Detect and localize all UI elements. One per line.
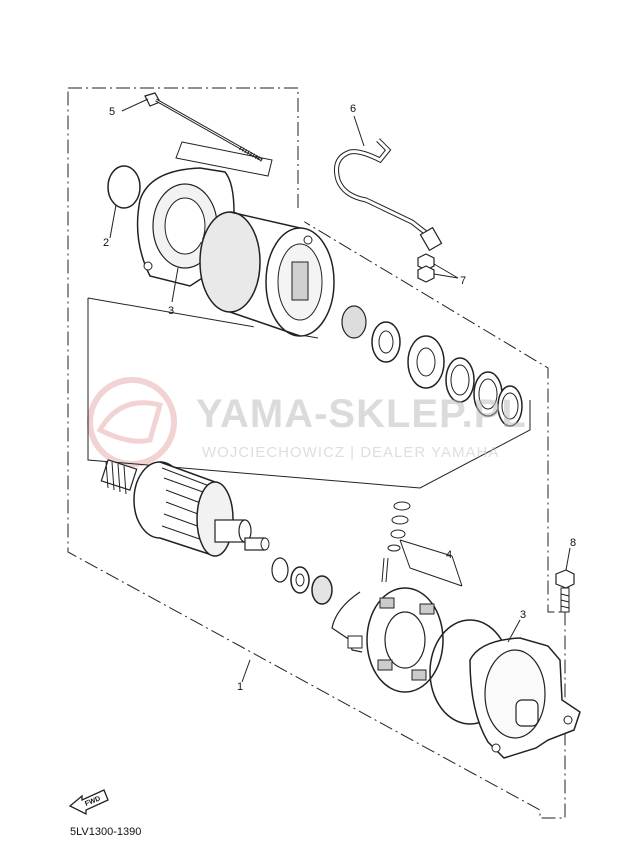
lower-washers xyxy=(271,557,333,605)
nuts xyxy=(417,253,435,283)
callout-2: 2 xyxy=(103,237,109,249)
upper-washers xyxy=(341,305,523,427)
rear-cover xyxy=(469,637,581,759)
through-bolt xyxy=(144,92,263,162)
callout-1: 1 xyxy=(237,681,243,693)
lead-wire xyxy=(334,138,443,252)
yoke-housing xyxy=(199,208,338,340)
watermark-title: YAMA-SKLEP.PL xyxy=(196,392,527,436)
leader-lines xyxy=(109,98,571,683)
callout-8: 8 xyxy=(570,537,576,549)
callout-4: 4 xyxy=(446,549,452,561)
mounting-bolt xyxy=(555,569,575,613)
callout-3-front: 3 xyxy=(168,305,174,317)
washer-stack xyxy=(381,501,411,583)
bolt-label-band xyxy=(175,141,273,177)
watermark-subtitle: WOJCIECHOWICZ | DEALER YAMAHA xyxy=(202,444,500,461)
callout-3-rear: 3 xyxy=(520,609,526,621)
assembly-boundary-inner xyxy=(87,298,531,489)
watermark-logo xyxy=(87,377,177,467)
armature xyxy=(100,459,270,557)
brush-holder xyxy=(331,587,444,693)
callout-6: 6 xyxy=(350,103,356,115)
fwd-arrow-icon: FWD xyxy=(68,789,109,816)
callout-5: 5 xyxy=(109,106,115,118)
diagram-code: 5LV1300-1390 xyxy=(70,826,142,838)
callout-7: 7 xyxy=(460,275,466,287)
o-ring xyxy=(107,165,141,209)
